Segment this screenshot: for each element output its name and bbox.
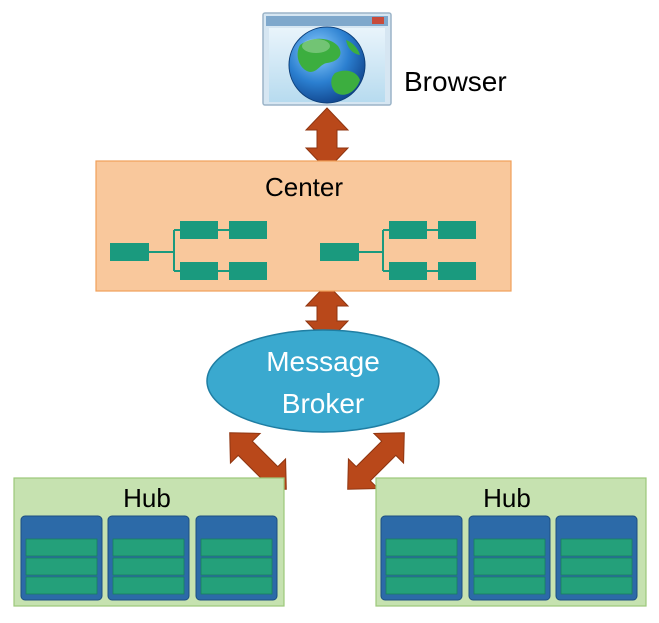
center-label: Center	[265, 172, 343, 202]
module-tree-left	[149, 229, 229, 272]
server-card-row	[112, 538, 185, 557]
server-card	[107, 515, 190, 601]
server-card-row	[25, 538, 98, 557]
server-card-row	[560, 538, 633, 557]
hub-right-node: Hub	[375, 477, 647, 607]
module-block	[180, 221, 218, 239]
server-card-row	[112, 557, 185, 576]
center-node: Center	[95, 160, 512, 292]
browser-node: Browser	[262, 12, 507, 106]
server-card-row	[473, 576, 546, 595]
hub-right-label: Hub	[483, 483, 531, 513]
server-card-row	[200, 557, 273, 576]
module-block	[229, 262, 267, 280]
server-card-row	[200, 576, 273, 595]
arrow-broker-hub-right	[347, 432, 405, 490]
hub-left-label: Hub	[123, 483, 171, 513]
server-card-row	[112, 576, 185, 595]
server-card-row	[385, 576, 458, 595]
server-card	[555, 515, 638, 601]
server-card-row	[25, 576, 98, 595]
server-card	[20, 515, 103, 601]
module-block	[110, 243, 149, 261]
message-broker-node: Message Broker	[206, 329, 440, 433]
hub-left-node: Hub	[13, 477, 285, 607]
broker-label-line2: Broker	[282, 388, 364, 419]
broker-label-line1: Message	[266, 346, 380, 377]
module-tree-right	[359, 229, 438, 272]
module-block	[438, 221, 476, 239]
module-block	[229, 221, 267, 239]
browser-label: Browser	[404, 66, 507, 97]
server-card-row	[560, 576, 633, 595]
server-card	[380, 515, 463, 601]
arrow-broker-hub-left	[229, 432, 287, 490]
server-card-row	[473, 538, 546, 557]
server-card	[468, 515, 551, 601]
module-block	[389, 262, 427, 280]
module-block	[320, 243, 359, 261]
server-card-row	[25, 557, 98, 576]
server-card-row	[560, 557, 633, 576]
module-block	[389, 221, 427, 239]
module-block	[438, 262, 476, 280]
globe-window-icon	[262, 12, 392, 106]
module-block	[180, 262, 218, 280]
server-card-row	[200, 538, 273, 557]
server-card-row	[385, 557, 458, 576]
server-card	[195, 515, 278, 601]
server-card-row	[473, 557, 546, 576]
server-card-row	[385, 538, 458, 557]
